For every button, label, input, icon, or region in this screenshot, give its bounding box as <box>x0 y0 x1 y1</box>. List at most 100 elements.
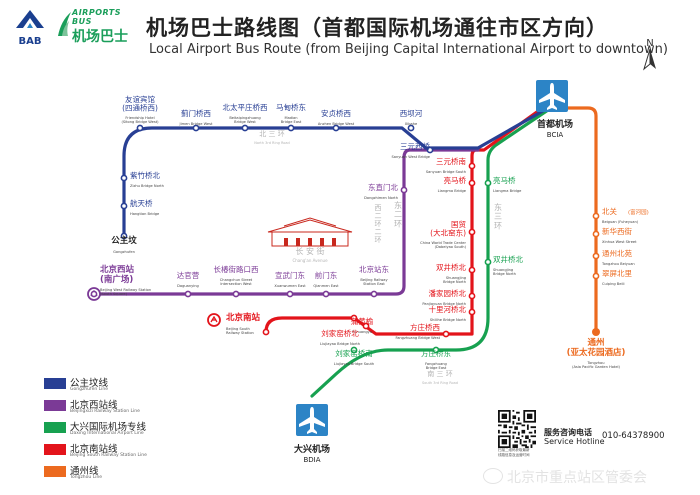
station-label: 西坝河 <box>400 109 423 118</box>
brand-en: AIRPORTS BUS <box>72 8 122 26</box>
legend-swatch <box>44 422 66 433</box>
station-dot <box>322 290 330 298</box>
bcia-en: BCIA <box>547 131 564 139</box>
station-label: 通州北苑 <box>602 248 632 258</box>
station-label: 蒲黄榆 <box>351 316 374 326</box>
legend-item-gongzhufen: 公主坟线 Gongzhufen Line <box>44 376 194 398</box>
station-dot <box>592 252 600 260</box>
lines-layer <box>92 102 598 398</box>
qr-code-icon[interactable] <box>498 410 536 448</box>
tiananmen-landmark-icon <box>267 217 353 247</box>
ring-east3-label: 东三环 <box>494 202 502 230</box>
station-label-en: Xinhua West Street <box>602 240 637 244</box>
legend-label: 大兴国际机场专线 <box>70 422 147 433</box>
station-dot <box>468 228 476 236</box>
station-label-en: Tongzhou(Asia Pacific Garden Hotel) <box>572 361 620 369</box>
station-dot <box>468 266 476 274</box>
station-dot <box>426 146 434 154</box>
station-dot <box>287 124 295 132</box>
gate-door <box>284 238 288 246</box>
airports-bus-swoosh-icon <box>58 12 71 36</box>
station-dot <box>592 272 600 280</box>
hotline-number[interactable]: 010-64378900 <box>602 431 665 441</box>
station-dot <box>468 308 476 316</box>
ring-south-en: South 3rd Ring Road <box>422 381 458 385</box>
gate-door <box>296 238 300 246</box>
station-dot <box>262 328 270 336</box>
gate-door <box>308 238 312 246</box>
watermark-text: 北京市重点站区管委会 <box>507 470 647 486</box>
legend-item-tongzhou: 通州线 Tongzhou Line <box>44 464 194 486</box>
station-label-en: Sanyuan Bridge South <box>426 170 466 174</box>
station-label: 公主坟 <box>111 235 137 246</box>
legend-label-en: Beijingxizi Railway Station Line <box>70 409 140 414</box>
north-label: N <box>646 38 654 49</box>
gate-upper-roof <box>283 217 337 227</box>
stations-layer <box>90 124 600 354</box>
page-title: 机场巴士路线图（首都国际机场通往市区方向） <box>146 16 608 40</box>
station-label-en: Zizhu Bridge North <box>130 184 164 188</box>
station-sublabel: (富河园) <box>628 208 649 216</box>
bab-logo-text: BAB <box>18 36 42 47</box>
station-dot <box>120 202 128 210</box>
station-dot <box>192 124 200 132</box>
station-label-en: Beijing West Railway Station(South Squar… <box>100 288 151 296</box>
station-label: 亮马桥 <box>444 175 467 185</box>
ring-north-label: 北 三 环 <box>259 130 284 138</box>
header: BAB AIRPORTS BUS 机场巴士 机场巴士路线图（首都国际机场通往市区… <box>0 0 700 71</box>
station-label-en: Qianmen East <box>313 284 339 288</box>
beijing-south-rail-icon <box>207 313 221 327</box>
service-hotline: 扫描二维码获取最新线路信息及运营时间 服务咨询电话 Service Hotlin… <box>498 410 668 457</box>
rail-mark <box>210 315 218 323</box>
bdia-label: 大兴机场 <box>294 443 330 455</box>
station-dot <box>120 232 128 240</box>
station-dot <box>241 124 249 132</box>
station-label: 北京西站(南广场) <box>100 264 135 285</box>
ring-north-en: North 3rd Ring Road <box>254 141 290 145</box>
station-label: 紫竹桥北 <box>130 170 160 180</box>
station-label: 北关 <box>602 206 617 216</box>
station-label: 航天桥 <box>130 198 153 208</box>
station-label-en: Panjiayuan Bridge North <box>422 302 466 306</box>
airplane-icon <box>539 83 565 110</box>
route-line-tongzhou <box>546 106 598 334</box>
station-dot <box>468 162 476 170</box>
station-label-en: Liujiayao Bridge North <box>320 342 360 346</box>
station-label: 北京南站 <box>226 312 261 323</box>
station-dot <box>432 346 440 354</box>
qr-caption: 扫描二维码获取最新线路信息及运营时间 <box>498 448 530 457</box>
station-label-en: Fangzhuang Bridge West <box>395 336 440 340</box>
station-label-en: Cuiping Beili <box>602 282 624 286</box>
station-label: 国贸(大北窑东) <box>430 219 466 238</box>
station-label: 北京站东 <box>359 264 389 274</box>
station-label: 达官营 <box>177 270 200 280</box>
legend-label-en: Tongzhou Line <box>70 475 103 480</box>
station-dot <box>136 124 144 132</box>
legend-swatch <box>44 400 66 411</box>
station-dot <box>442 330 450 338</box>
station-dot <box>286 290 294 298</box>
airports-bus-logo: AIRPORTS BUS 机场巴士 <box>56 8 132 45</box>
station-dot <box>484 179 492 187</box>
bcia-label: 首都机场 <box>537 118 573 130</box>
station-dot <box>400 186 408 194</box>
station-label-en: Gongzhufen <box>113 250 135 254</box>
station-dot <box>184 290 192 298</box>
station-dot <box>232 290 240 298</box>
station-label: 潘家园桥北 <box>429 288 467 298</box>
watermark: 北京市重点站区管委会 <box>483 467 647 487</box>
station-label: 双井桥北 <box>493 254 523 264</box>
station-label-en: Friendship Hotel(Sitong Bridge West) <box>121 116 159 124</box>
station-label-en: Liangma Bridge <box>493 189 522 193</box>
gate-door <box>332 238 336 246</box>
station-label: 三元西桥 <box>400 141 430 151</box>
station-label-en: Anzhen Bridge West <box>318 122 355 126</box>
legend: 公主坟线 Gongzhufen Line 北京西站线 Beijingxizi R… <box>44 376 194 486</box>
station-label-en: Xibahe <box>405 122 418 126</box>
